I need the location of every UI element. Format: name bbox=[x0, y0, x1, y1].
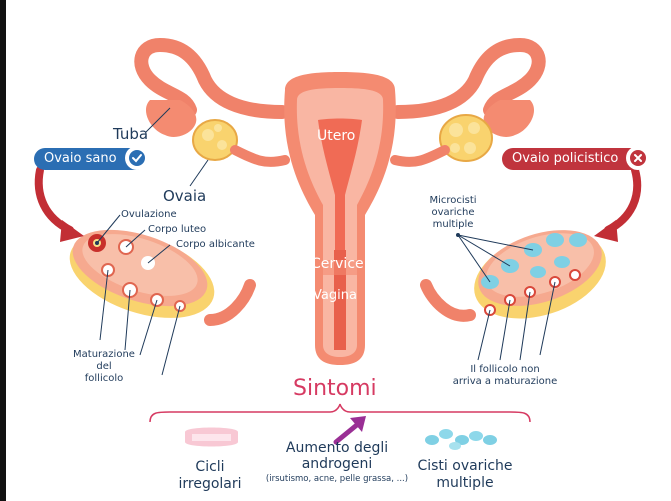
label-microcisti-line1: Microcisti bbox=[429, 195, 477, 206]
cross-icon bbox=[626, 146, 651, 170]
healthy-ovary-detail bbox=[69, 214, 256, 376]
symptom-3-line2: multiple bbox=[436, 475, 494, 491]
left-curved-arrow bbox=[34, 166, 74, 234]
left-fimbriae bbox=[145, 100, 197, 137]
right-curved-arrow bbox=[604, 166, 642, 234]
label-ovulazione: Ovulazione bbox=[121, 209, 177, 220]
symptom-androgeni: Aumento degli androgeni (irsutismo, acne… bbox=[262, 440, 412, 486]
label-utero: Utero bbox=[317, 128, 356, 144]
sintomi-title: Sintomi bbox=[293, 376, 377, 401]
check-icon bbox=[124, 146, 149, 170]
right-fallopian-tube bbox=[391, 37, 546, 119]
label-microcisti-line3: multiple bbox=[432, 219, 474, 230]
left-edge-strip bbox=[0, 0, 6, 501]
symptom-1-line2: irregolari bbox=[178, 476, 242, 492]
symptom-2-note: (irsutismo, acne, pelle grassa, ...) bbox=[265, 474, 409, 484]
left-fallopian-tube bbox=[134, 37, 289, 119]
symptom-cisti-ovariche: Cisti ovariche multiple bbox=[405, 458, 525, 492]
polycystic-ovary-detail bbox=[420, 230, 606, 361]
label-follicolo-line1: Il follicolo non bbox=[470, 364, 540, 375]
badge-ovaio-sano: Ovaio sano bbox=[34, 146, 149, 170]
badge-sano-text: Ovaio sano bbox=[44, 151, 117, 166]
label-maturazione-line2: del bbox=[96, 361, 112, 372]
label-microcisti-line2: ovariche bbox=[431, 207, 475, 218]
sintomi-brace bbox=[149, 403, 531, 423]
label-maturazione-line3: follicolo bbox=[84, 373, 124, 384]
left-ovary bbox=[192, 119, 238, 161]
right-fimbriae bbox=[483, 100, 535, 137]
badge-policistico-text: Ovaio policistico bbox=[512, 151, 619, 166]
label-microcisti: Microcisti ovariche multiple bbox=[418, 195, 488, 231]
label-corpo-albicante: Corpo albicante bbox=[176, 239, 255, 250]
symptom-cicli-irregolari: Cicli irregolari bbox=[160, 459, 260, 493]
symptom-2-line1: Aumento degli bbox=[285, 440, 389, 456]
label-tuba: Tuba bbox=[113, 125, 149, 143]
up-arrow-icon bbox=[333, 416, 366, 445]
label-corpo-luteo: Corpo luteo bbox=[148, 224, 207, 235]
label-vagina: Vagina bbox=[313, 288, 357, 303]
label-maturazione-line1: Maturazione bbox=[73, 349, 135, 360]
symptom-3-line1: Cisti ovariche bbox=[417, 458, 513, 474]
label-follicolo-line2: arriva a maturazione bbox=[452, 376, 558, 387]
label-cervice: Cervice bbox=[311, 256, 364, 272]
label-follicolo-non-matura: Il follicolo non arriva a maturazione bbox=[450, 364, 560, 388]
symptom-2-line2: androgeni bbox=[301, 456, 373, 472]
label-ovaia: Ovaia bbox=[163, 187, 207, 205]
label-maturazione-follicolo: Maturazione del follicolo bbox=[68, 349, 140, 385]
badge-ovaio-policistico: Ovaio policistico bbox=[502, 146, 651, 170]
pad-icon bbox=[185, 427, 238, 447]
symptom-1-line1: Cicli bbox=[195, 459, 225, 475]
cysts-icon bbox=[425, 429, 497, 450]
